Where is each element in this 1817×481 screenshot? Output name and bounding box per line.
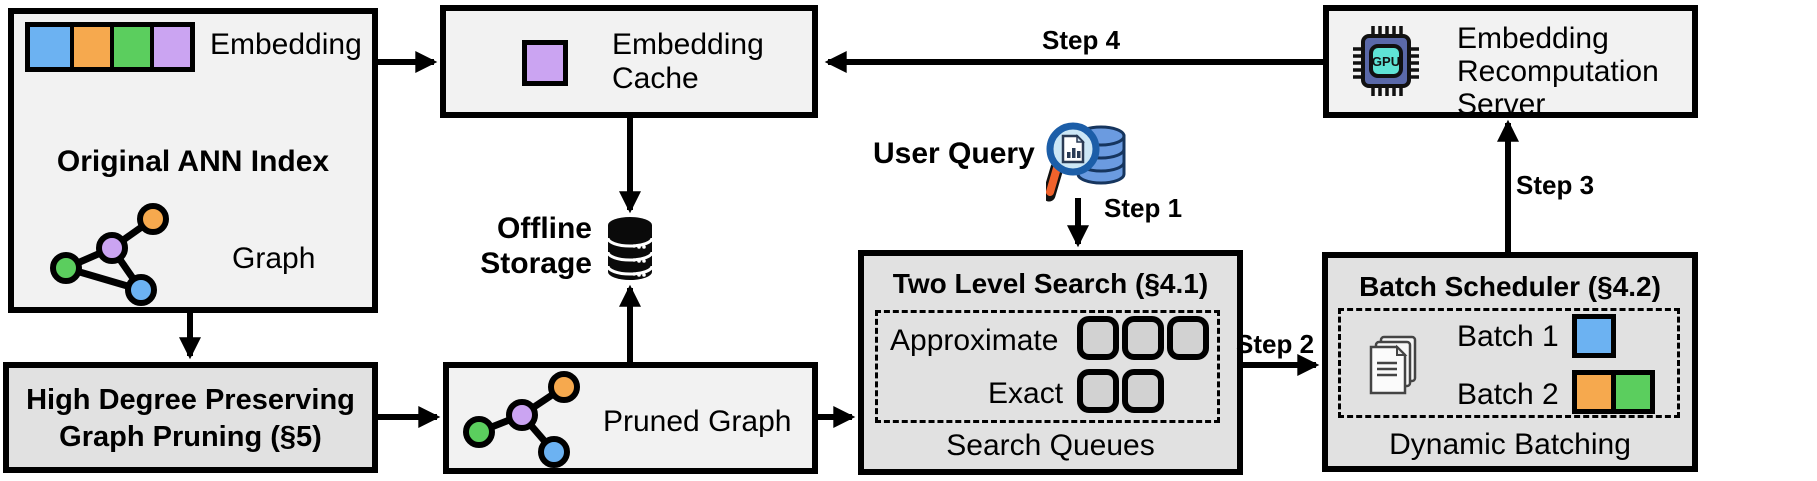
- step-2-label: Step 2: [1236, 329, 1315, 359]
- step-1-label: Step 1: [1104, 193, 1183, 223]
- embedding-cell-green: [110, 27, 150, 67]
- pruned-graph-label: Pruned Graph: [603, 405, 792, 438]
- pruned-graph-icon: [463, 371, 580, 468]
- batch-scheduler-title: Batch Scheduler (§4.2): [1359, 271, 1661, 302]
- search-queues-caption: Search Queues: [946, 429, 1155, 462]
- database-icon: [606, 217, 654, 280]
- graph-label: Graph: [232, 242, 316, 275]
- two-level-search-box: Two Level Search (§4.1) Approximate Exac…: [858, 250, 1243, 475]
- pruned-graph-box: Pruned Graph: [443, 362, 818, 474]
- queue-slot: [1077, 316, 1119, 360]
- high-degree-pruning-label: High Degree Preserving Graph Pruning (§5…: [26, 384, 355, 453]
- exact-queue-slots: [1077, 369, 1164, 413]
- batch-scheduler-box: Batch Scheduler (§4.2) Batch 1 Batch 2 D…: [1322, 252, 1698, 472]
- embedding-cache-box: Embedding Cache: [440, 5, 818, 118]
- batch-2-cells: [1572, 370, 1655, 414]
- embedding-strip-icon: [25, 22, 195, 72]
- embedding-cell-purple: [150, 27, 190, 67]
- original-index-title: Original ANN Index: [56, 145, 330, 178]
- embedding-cell-blue: [30, 27, 70, 67]
- step-4-label: Step 4: [1042, 25, 1121, 55]
- queue-slot: [1122, 369, 1164, 413]
- batch-1-label: Batch 1: [1457, 320, 1559, 353]
- gpu-chip-icon: GPU: [1353, 26, 1419, 96]
- search-queues-dashed-box: [875, 310, 1220, 423]
- dynamic-batching-caption: Dynamic Batching: [1389, 428, 1631, 461]
- embedding-label: Embedding: [210, 28, 362, 61]
- batch-cell-orange: [1572, 370, 1616, 414]
- two-level-search-title: Two Level Search (§4.1): [892, 268, 1209, 299]
- dynamic-batching-dashed-box: [1338, 308, 1680, 418]
- queue-slot: [1077, 369, 1119, 413]
- recomputation-server-box: GPU Embedding Recomputation Server: [1323, 5, 1698, 121]
- recomputation-server-label: Embedding Recomputation Server: [1457, 22, 1659, 121]
- embedding-cache-label: Embedding Cache: [612, 28, 764, 95]
- step-3-label: Step 3: [1516, 170, 1595, 200]
- user-query-label: User Query: [873, 137, 1035, 170]
- batch-cell-blue: [1572, 314, 1616, 358]
- queue-slot: [1122, 316, 1164, 360]
- search-database-icon: [1046, 122, 1126, 202]
- exact-label: Exact: [988, 377, 1064, 410]
- documents-icon: [1369, 335, 1417, 395]
- original-graph-icon: [50, 203, 169, 306]
- batch-1-cells: [1572, 314, 1616, 358]
- high-degree-pruning-box: High Degree Preserving Graph Pruning (§5…: [3, 362, 378, 473]
- query-magnifier: [1046, 122, 1100, 202]
- original-ann-index-box: Embedding Original ANN Index Graph: [8, 8, 378, 313]
- offline-storage-label: Offline Storage: [480, 212, 592, 280]
- batch-2-label: Batch 2: [1457, 378, 1559, 411]
- batch-cell-green: [1611, 370, 1655, 414]
- gpu-chip-label: GPU: [1372, 54, 1400, 69]
- approximate-queue-slots: [1077, 316, 1209, 360]
- embedding-cell-orange: [70, 27, 110, 67]
- embedding-square-icon: [522, 40, 568, 86]
- queue-slot: [1167, 316, 1209, 360]
- approximate-label: Approximate: [890, 324, 1059, 357]
